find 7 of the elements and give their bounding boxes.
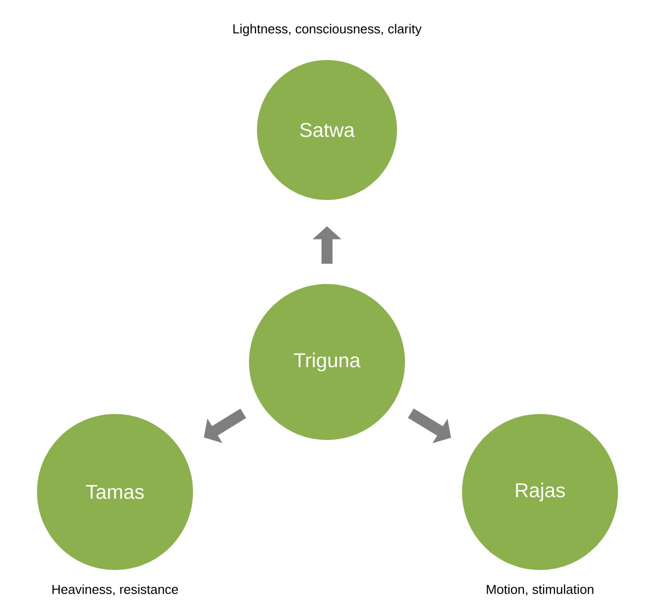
circle-node: Triguna	[249, 284, 405, 440]
circle-node: Rajas	[462, 414, 618, 570]
node-label: Heaviness, resistance	[52, 584, 178, 596]
circle-node: Satwa	[257, 60, 397, 200]
circle-node: Tamas	[37, 414, 193, 570]
node-label: Motion, stimulation	[486, 584, 594, 596]
node-label: Lightness, consciousness, clarity	[233, 24, 422, 36]
